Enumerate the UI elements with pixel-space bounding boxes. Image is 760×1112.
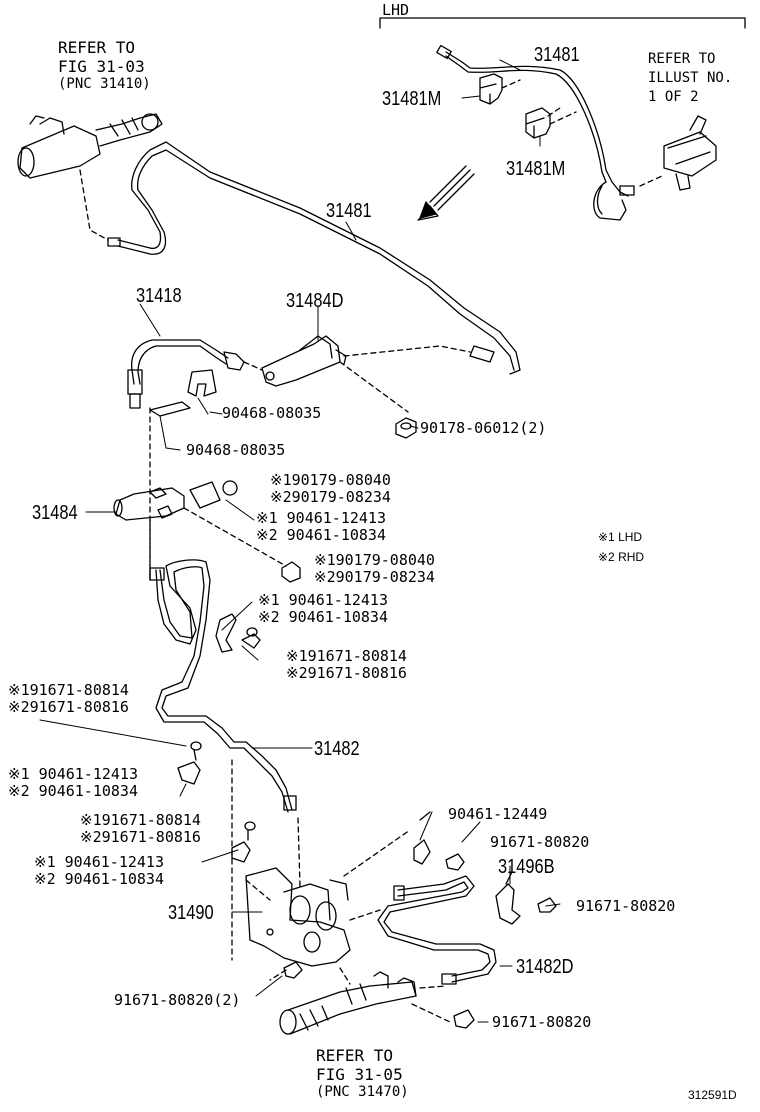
union-nut-upper [189,480,238,509]
bolt-right-upper [445,853,465,871]
refer-note-bottom: REFER TO FIG 31-05 (PNC 31470) [316,1046,409,1100]
part-31481m-b: 31481M [506,158,566,180]
num-bolt-b1: 91671-80820(2) [114,991,241,1009]
flexible-hose [127,339,245,409]
union-nut-lower [281,561,301,583]
num-c2-l2: ※2 90461-10834 [258,608,388,626]
part-31496b: 31496B [498,856,555,878]
num-bolt-b2: 91671-80820 [492,1013,592,1031]
figure-id: 312591D [688,1088,737,1102]
clutch-line-pipe [149,559,297,813]
refer-note-bottom-line3: (PNC 31470) [316,1084,409,1100]
leader-lhd-fitting [639,175,663,187]
part-31484: 31484 [32,502,78,524]
num-u2-l2: ※290179-08234 [314,568,435,586]
hose-bracket [113,487,185,521]
legend-rhd: ※2 RHD [598,550,645,564]
num-b2-l1: ※191671-80814 [8,681,129,699]
leader-lower [231,759,271,961]
refer-note-bottom-line1: REFER TO [316,1046,394,1065]
leader-bracket [149,345,471,581]
num-b3-l2: ※291671-80816 [80,828,201,846]
lhd-connector-fitting [663,115,717,191]
refer-note-top-line2: FIG 31-03 [58,57,145,76]
part-31481m-a: 31481M [382,88,442,110]
bolt-bottom-right [453,1009,475,1029]
part-31484d: 31484D [286,290,344,312]
refer-note-right-line1: REFER TO [648,51,716,67]
mid-bolt [241,627,261,649]
num-bolt-r1: 91671-80820 [490,833,590,851]
refer-note-right-line3: 1 OF 2 [648,89,699,105]
num-nut-a: 90178-06012(2) [420,419,547,437]
legend-lhd: ※1 LHD [598,530,643,544]
clamp-right [413,811,431,865]
num-c3-l2: ※2 90461-10834 [8,782,138,800]
refer-note-right-line2: ILLUST NO. [648,70,733,86]
cylinder-bracket [245,867,351,967]
num-bolt-r2: 91671-80820 [576,897,676,915]
pipe-bracket [261,335,347,387]
refer-note-top: REFER TO FIG 31-03 (PNC 31410) [58,38,151,92]
num-c3-l1: ※1 90461-12413 [8,765,138,783]
num-c2-l1: ※1 90461-12413 [258,591,388,609]
lower-clamp-b [231,821,256,863]
num-c4-l2: ※2 90461-10834 [34,870,164,888]
num-clip-b: 90468-08035 [186,441,286,459]
refer-note-bottom-line2: FIG 31-05 [316,1065,403,1084]
part-31482: 31482 [314,738,360,760]
part-31418: 31418 [136,285,182,307]
num-u1-l1: ※190179-08040 [270,471,391,489]
refer-note-top-line1: REFER TO [58,38,136,57]
refer-note-top-line3: (PNC 31410) [58,76,151,92]
part-31482d: 31482D [516,956,574,978]
lhd-brake-pipe [436,44,635,221]
num-b1-l1: ※191671-80814 [286,647,407,665]
num-clip-a: 90468-08035 [222,404,322,422]
lhd-bracket [379,17,746,29]
clutch-release-cylinder [279,971,417,1035]
num-clamp-r: 90461-12449 [448,805,548,823]
label-leaders [39,59,561,1023]
lower-clamp-a [177,741,202,785]
flex-hose-lower [377,875,497,985]
leader-lhd-clips [501,79,577,125]
main-brake-pipe [107,141,521,375]
direction-arrow [417,165,475,221]
num-u1-l2: ※290179-08234 [270,488,391,506]
mid-clamp [215,613,237,653]
bracket-31496b [495,871,521,925]
leader-bracket-lower [269,817,411,985]
num-c1-l2: ※2 90461-10834 [256,526,386,544]
num-b1-l2: ※291671-80816 [286,664,407,682]
part-31481-main: 31481 [326,200,372,222]
bolt-bottom-left [283,961,303,979]
leader-slave [411,985,451,1023]
leader-clips [159,397,209,449]
flange-nut [395,417,417,439]
leader-master-cyl [79,169,109,241]
lhd-pipe-clips [479,73,551,139]
part-31490: 31490 [168,902,214,924]
num-b2-l2: ※291671-80816 [8,698,129,716]
retaining-clips [149,369,217,417]
clutch-master-cylinder [17,113,163,179]
bolt-right-mid [537,897,557,913]
lhd-header-label: LHD [382,1,410,19]
refer-note-right: REFER TO ILLUST NO. 1 OF 2 [648,50,732,107]
num-c1-l1: ※1 90461-12413 [256,509,386,527]
num-b3-l1: ※191671-80814 [80,811,201,829]
part-31481-lhd: 31481 [534,44,580,66]
legend: ※1 LHD ※2 RHD [598,527,644,567]
num-u2-l1: ※190179-08040 [314,551,435,569]
num-c4-l1: ※1 90461-12413 [34,853,164,871]
